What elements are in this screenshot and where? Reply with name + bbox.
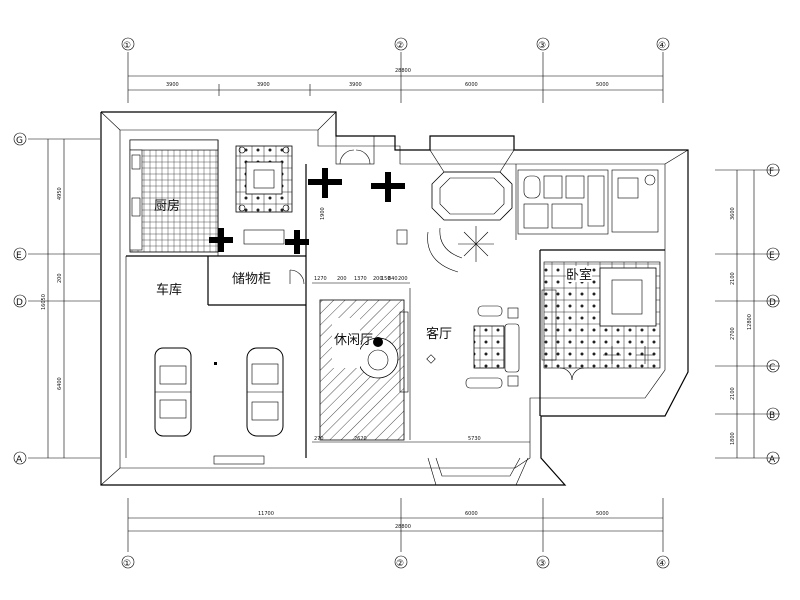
kitchen-label: 厨房 (154, 198, 180, 214)
axis-A-left: A (16, 455, 23, 465)
inner-top-4: 200 (373, 276, 383, 282)
top-seg-5: 5000 (596, 82, 609, 88)
inner-top-2: 200 (337, 276, 347, 282)
axis-3-bottom: ③ (538, 559, 546, 569)
axis-D-right: D (769, 298, 776, 308)
inner-top-5: 150 (381, 276, 391, 282)
right-seg-2: 2100 (730, 272, 736, 285)
living-room-label: 客厅 (426, 326, 452, 342)
axis-2-bottom: ② (396, 559, 404, 569)
entry-vestibule (335, 135, 408, 245)
inner-top-dimensions: 1270 200 1370 200 150 840 200 1900 (312, 207, 410, 284)
bottom-dimension-chain: 11700 6000 5000 28800 (127, 498, 664, 552)
right-seg-1: 3600 (730, 207, 736, 220)
bottom-seg-3: 5000 (596, 511, 609, 517)
axis-2-top: ② (396, 41, 404, 51)
car-left (154, 347, 192, 437)
axis-E-left: E (16, 251, 22, 261)
axis-D-left: D (16, 298, 23, 308)
inner-bottom-dimensions: 270 2620 5730 (312, 436, 530, 443)
interior-walls (125, 140, 665, 458)
armchair-top (477, 305, 503, 317)
bedroom-label: 卧室 (566, 267, 592, 283)
bottom-seg-1: 11700 (258, 511, 274, 517)
left-seg-1: 4950 (57, 187, 63, 200)
axis-C-right: C (769, 363, 775, 373)
right-total-dim: 12800 (747, 314, 753, 330)
axis-3-top: ③ (538, 41, 546, 51)
axis-4-bottom: ④ (658, 559, 666, 569)
inner-top-1: 1270 (314, 276, 327, 282)
kitchen-area: 厨房 (129, 139, 219, 253)
sideboard (243, 229, 285, 245)
bottom-seg-2: 6000 (465, 511, 478, 517)
structural-columns (209, 168, 405, 254)
inner-bottom-3: 5730 (468, 436, 481, 442)
axis-B-right: B (769, 411, 775, 421)
left-seg-3: 6400 (57, 377, 63, 390)
garage-label: 车库 (156, 282, 182, 298)
top-seg-3: 3900 (349, 82, 362, 88)
sofa-bottom (465, 377, 503, 389)
bed (599, 267, 657, 327)
bottom-bay-window (427, 457, 529, 486)
car-right (246, 347, 284, 437)
living-room: 客厅 (426, 305, 520, 389)
top-seg-1: 3900 (166, 82, 179, 88)
garage-area: 车库 (154, 282, 284, 465)
top-seg-2: 3900 (257, 82, 270, 88)
inner-bottom-2: 2620 (354, 436, 367, 442)
leisure-hall: 休闲厅 (319, 299, 409, 441)
right-seg-3: 2700 (730, 327, 736, 340)
bottom-total-dim: 28800 (395, 524, 411, 530)
right-seg-4: 2100 (730, 387, 736, 400)
right-dimension-chain: 3600 2100 2700 2100 1800 12800 (715, 169, 780, 459)
axis-F-right: F (769, 167, 774, 177)
left-axis-bubbles: G E D A (13, 132, 27, 465)
axis-E-right: E (769, 251, 775, 261)
left-total-dim: 16050 (41, 294, 47, 310)
storage-label: 储物柜 (232, 272, 271, 287)
sofa-right (504, 323, 520, 373)
closet-area (611, 169, 659, 233)
left-dimension-chain: 4950 200 6400 16050 (28, 138, 100, 459)
top-total-dim: 28800 (395, 68, 411, 74)
top-axis-bubbles: ① ② ③ ④ (121, 37, 670, 51)
building-outline (100, 111, 689, 486)
axis-1-top: ① (123, 41, 131, 51)
axis-A-right: A (769, 455, 776, 465)
bay-and-stair (427, 149, 515, 273)
right-axis-bubbles: F E D C B A (766, 163, 780, 465)
axis-G-left: G (16, 136, 23, 146)
living-rug (473, 325, 505, 369)
inner-bottom-1: 270 (314, 436, 324, 442)
inner-top-6: 840 (388, 276, 398, 282)
right-seg-5: 1800 (730, 432, 736, 445)
top-dimension-chain: 28800 3900 3900 3900 6000 5000 (127, 52, 664, 103)
top-seg-4: 6000 (465, 82, 478, 88)
leisure-hall-label: 休闲厅 (334, 333, 373, 348)
inner-small-dim: 1900 (320, 207, 326, 220)
inner-top-7: 200 (398, 276, 408, 282)
dining-area (235, 145, 293, 213)
living-marker (426, 354, 436, 364)
bottom-axis-bubbles: ① ② ③ ④ (121, 555, 670, 569)
bedroom-area: 卧室 (541, 261, 661, 381)
garage-door (213, 455, 265, 465)
storage-room: 储物柜 (232, 269, 305, 287)
wardrobe (541, 289, 557, 361)
axis-1-bottom: ① (123, 559, 131, 569)
inner-top-3: 1370 (354, 276, 367, 282)
left-seg-2: 200 (57, 273, 63, 283)
garage-marker (214, 362, 217, 365)
bathroom-area (517, 169, 609, 235)
axis-4-top: ④ (658, 41, 666, 51)
